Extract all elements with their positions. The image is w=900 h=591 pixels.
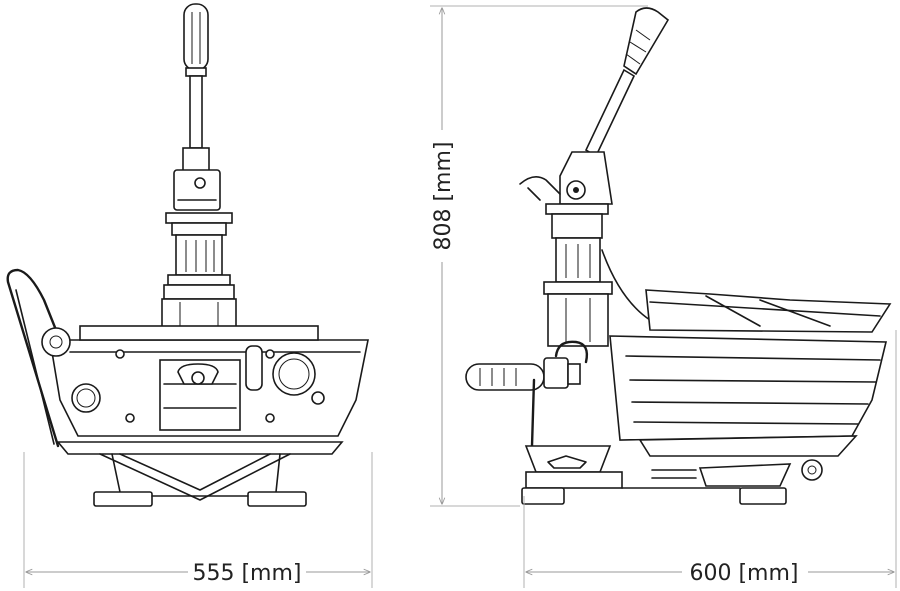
dimension-depth-side: 600 [mm] bbox=[523, 330, 897, 588]
side-body bbox=[609, 335, 888, 487]
front-lever bbox=[173, 3, 221, 211]
front-view bbox=[6, 3, 369, 507]
front-side-handle bbox=[6, 268, 66, 448]
side-base bbox=[521, 378, 787, 505]
side-portafilter bbox=[465, 340, 589, 391]
side-group-column bbox=[543, 203, 651, 347]
dimension-height: 808 [mm] bbox=[430, 5, 648, 507]
side-lever bbox=[519, 7, 670, 205]
dimension-label-height: 808 [mm] bbox=[431, 141, 456, 250]
side-cup-tray bbox=[645, 289, 892, 333]
dimension-label-depth: 600 [mm] bbox=[689, 561, 798, 586]
dimension-label-width: 555 [mm] bbox=[192, 561, 301, 586]
front-body bbox=[41, 325, 369, 437]
side-view bbox=[465, 7, 892, 505]
dimension-width-front: 555 [mm] bbox=[23, 452, 373, 588]
front-base bbox=[56, 441, 344, 507]
